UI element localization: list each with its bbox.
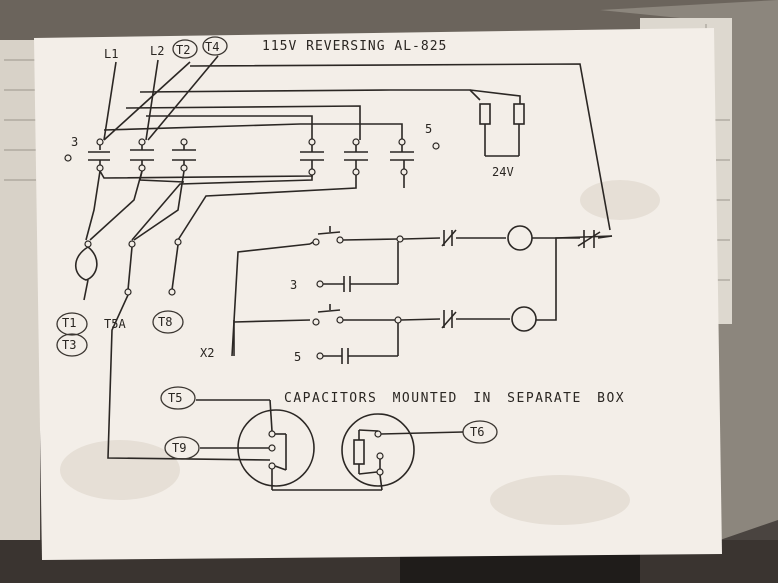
t9-circle [164, 436, 200, 460]
label-l2: L2 [150, 44, 164, 58]
control-circuit [231, 225, 613, 364]
label-x2: X2 [200, 346, 214, 360]
label-t5a: T5A [104, 317, 126, 331]
label-t6: T6 [470, 425, 484, 439]
t8-circle [152, 310, 184, 334]
paper-stains [60, 180, 660, 525]
reverse-contactor [64, 138, 440, 176]
forward-contactor [88, 138, 196, 172]
label-t9: T9 [172, 441, 186, 455]
label-t8: T8 [158, 315, 172, 329]
label-5-control: 5 [294, 350, 301, 364]
label-l1: L1 [104, 47, 118, 61]
label-3-control: 3 [290, 278, 297, 292]
capacitor-box [196, 399, 464, 491]
fuse-block [479, 103, 525, 157]
left-label-lines [4, 59, 36, 181]
label-t3: T3 [62, 338, 76, 352]
t4-circle [202, 36, 228, 56]
t5-circle [160, 386, 196, 410]
capacitor-note: CAPACITORS MOUNTED IN SEPARATE BOX [284, 391, 625, 406]
label-t1: T1 [62, 316, 76, 330]
label-5-top: 5 [425, 122, 432, 136]
label-t2: T2 [176, 43, 190, 57]
label-t4: T4 [205, 40, 219, 54]
paper-sheet [34, 28, 722, 560]
left-label-sheet [0, 40, 40, 540]
diagram-title: 115V REVERSING AL-825 [262, 39, 447, 54]
label-24v: 24V [492, 165, 514, 179]
top-feed-wiring [103, 55, 611, 231]
t1-circle [56, 312, 88, 336]
t3-circle [56, 333, 88, 357]
motor-leads [74, 238, 271, 461]
right-panel [600, 0, 778, 540]
label-t5: T5 [168, 391, 182, 405]
label-3-left: 3 [71, 135, 78, 149]
t2-circle [172, 39, 198, 59]
cross-wiring [85, 170, 405, 241]
